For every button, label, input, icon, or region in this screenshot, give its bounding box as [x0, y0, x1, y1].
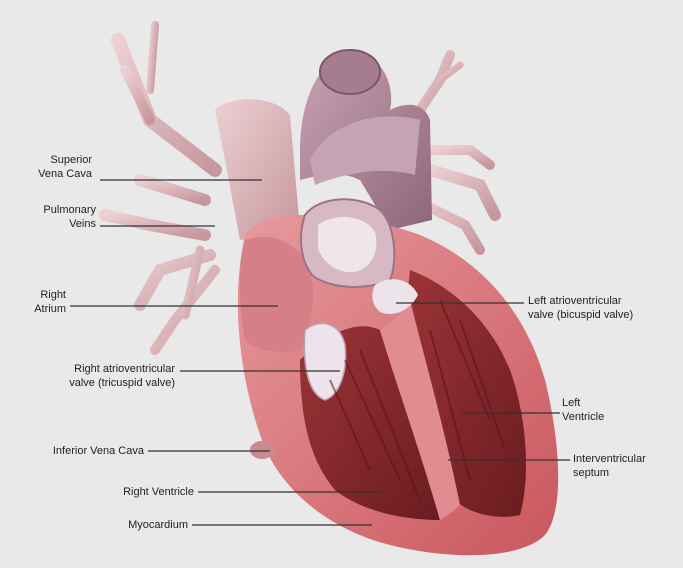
label-pulmonary-veins: Pulmonary Veins	[12, 203, 96, 231]
label-right-av-valve: Right atrioventricular valve (tricuspid …	[20, 362, 175, 390]
aorta-opening	[320, 50, 380, 94]
label-right-ventricle: Right Ventricle	[80, 485, 194, 499]
label-interventricular-septum: Interventricular septum	[573, 452, 678, 480]
label-right-atrium: Right Atrium	[12, 288, 66, 316]
label-inferior-vena-cava: Inferior Vena Cava	[6, 444, 144, 458]
label-superior-vena-cava: Superior Vena Cava	[12, 153, 92, 181]
label-left-ventricle: Left Ventricle	[562, 396, 642, 424]
label-myocardium: Myocardium	[80, 518, 188, 532]
inferior-vena-cava-stub	[250, 441, 274, 459]
pulmonary-vein-branches	[105, 25, 215, 350]
label-left-av-valve: Left atrioventricular valve (bicuspid va…	[528, 294, 678, 322]
